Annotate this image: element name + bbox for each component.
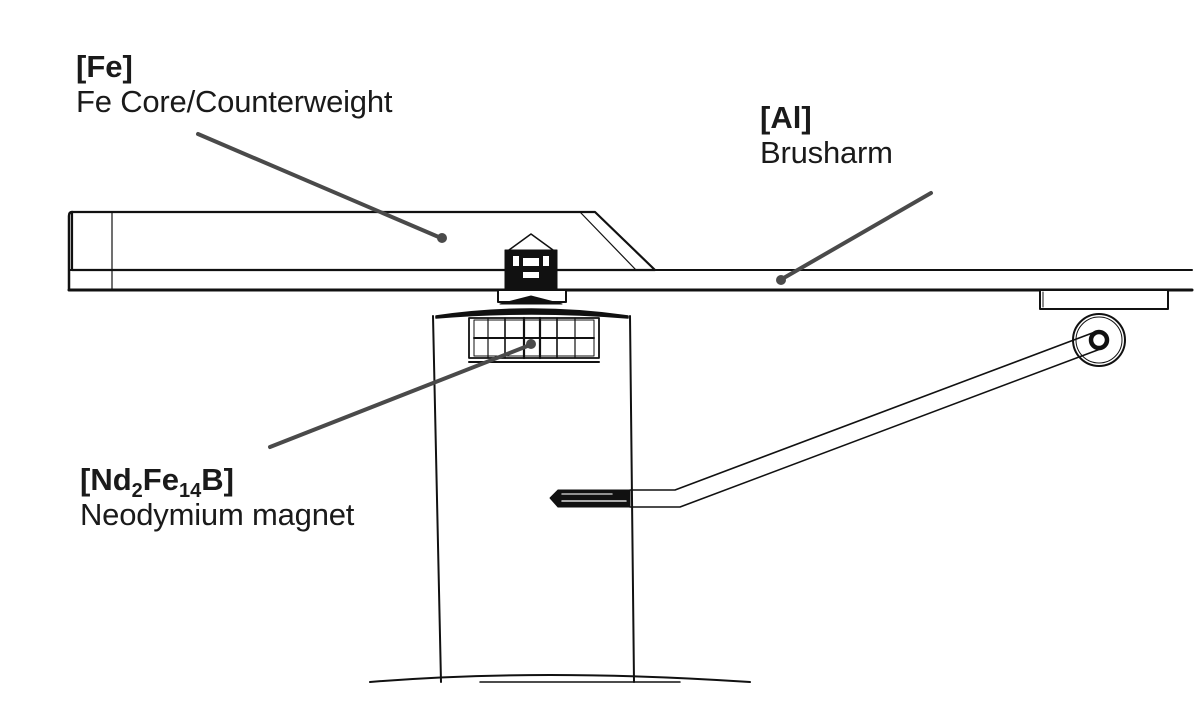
label-fe-symbol: [Fe] — [76, 49, 133, 84]
lift-lever — [549, 331, 1104, 508]
label-nd-name: Neodymium magnet — [80, 496, 355, 532]
wheel — [1072, 313, 1126, 367]
formula-part-b: B] — [201, 462, 234, 497]
headshell-block — [1039, 289, 1169, 310]
label-al-name: Brusharm — [760, 134, 893, 170]
label-fe-counterweight: [Fe] Fe Core/Counterweight — [76, 49, 393, 119]
formula-part-fe: Fe — [142, 462, 179, 497]
label-al-brusharm: [Al] Brusharm — [760, 100, 893, 170]
formula-sub-14: 14 — [178, 480, 202, 502]
leader-nd — [268, 339, 536, 449]
label-fe-name: Fe Core/Counterweight — [76, 83, 393, 119]
arm-tube — [67, 269, 1194, 292]
leader-fe — [196, 132, 447, 243]
label-nd-symbol: [Nd2Fe14B] — [80, 462, 354, 501]
label-al-symbol: [Al] — [760, 100, 812, 135]
magnet-bearing — [435, 233, 629, 363]
leader-al — [776, 191, 933, 285]
formula-part-nd: [Nd — [80, 462, 132, 497]
pillar — [369, 315, 751, 683]
label-nd-magnet: [Nd2Fe14B] Neodymium magnet — [80, 462, 355, 532]
counterweight — [67, 210, 657, 292]
formula-sub-2: 2 — [131, 480, 143, 502]
